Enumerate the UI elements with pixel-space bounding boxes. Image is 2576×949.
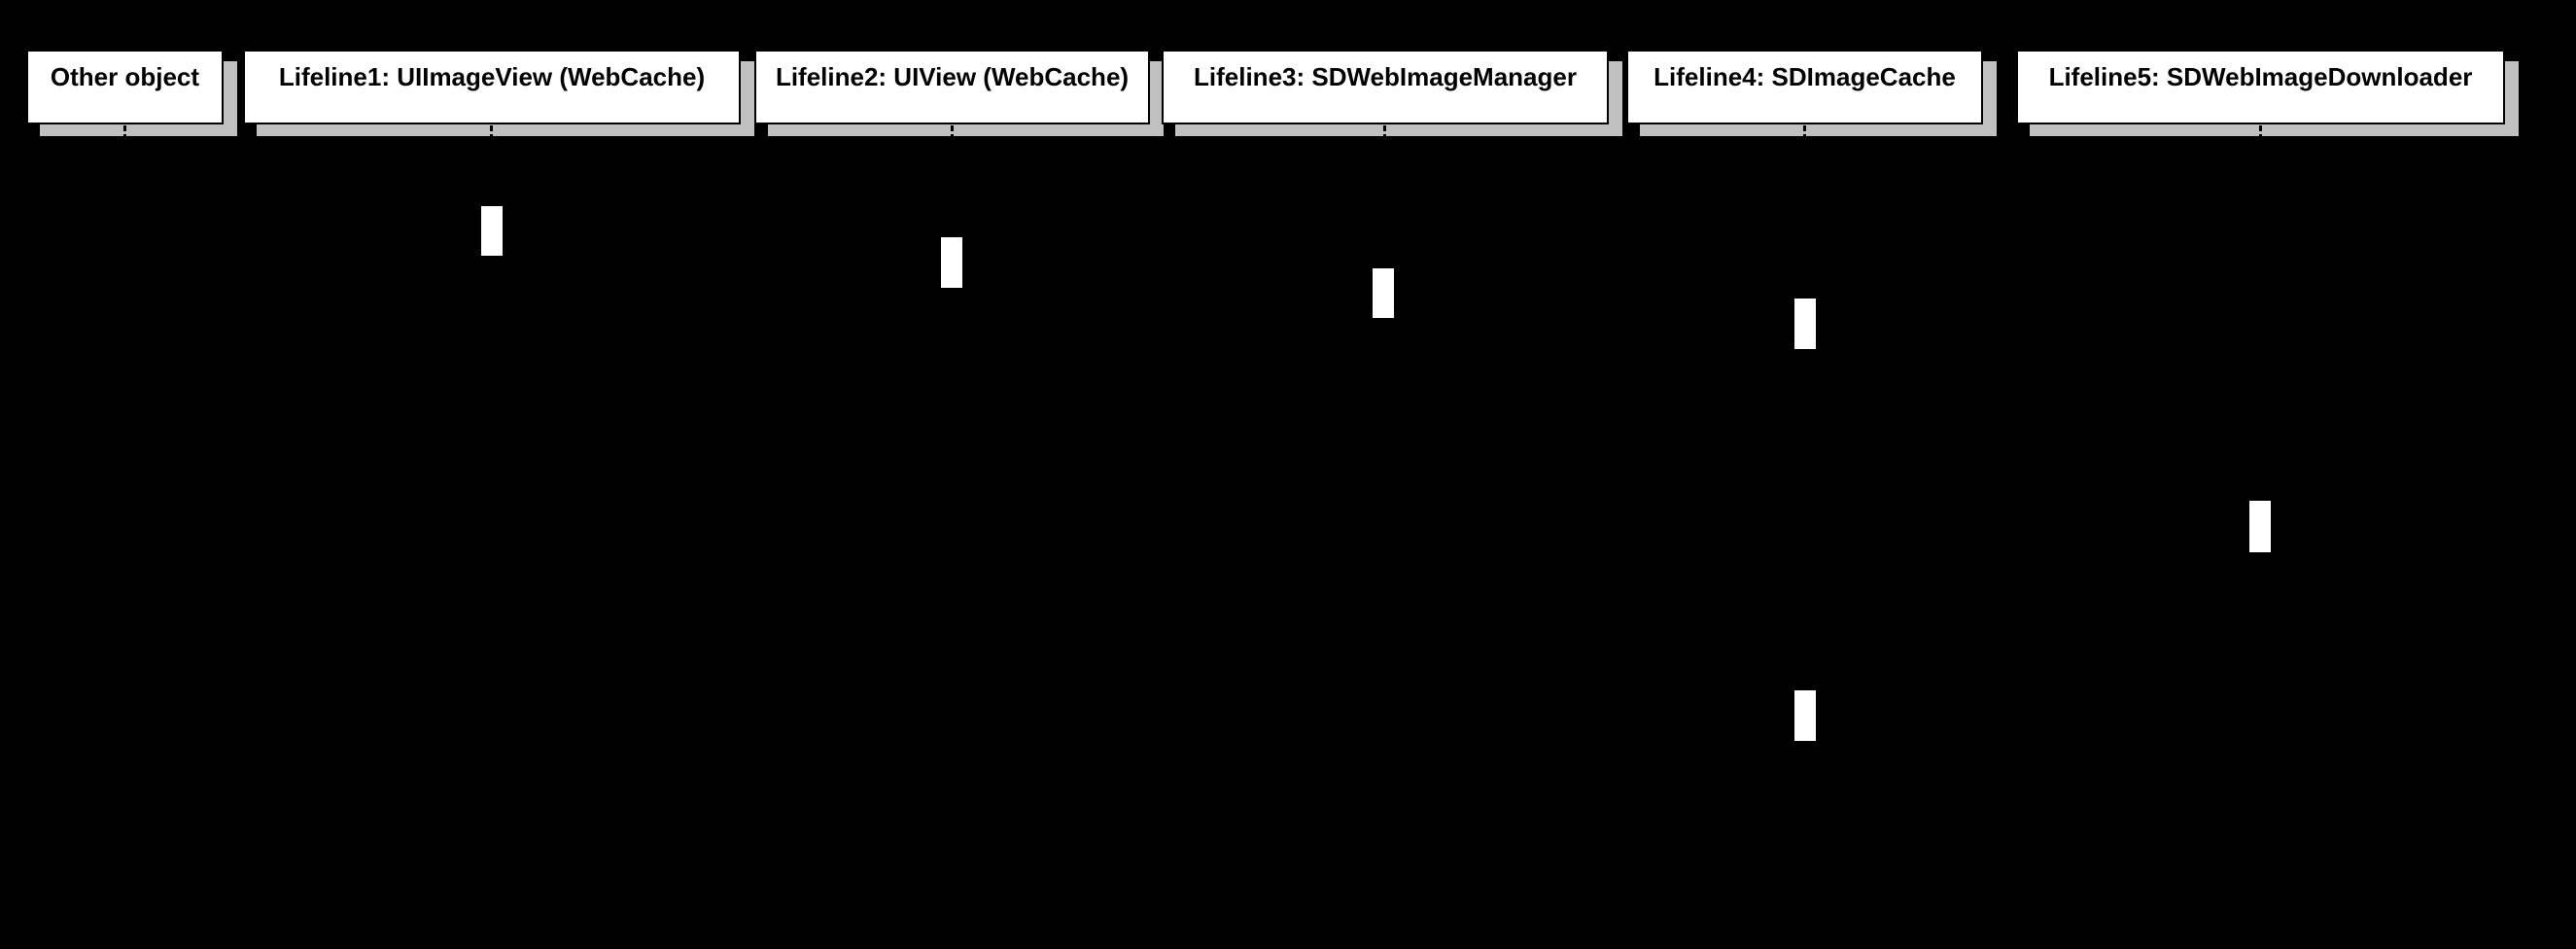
lifeline-label: Lifeline4: SDImageCache: [1654, 62, 1956, 91]
lifeline-head-lifeline1-uiimageview: Lifeline1: UIImageView (WebCache): [243, 50, 741, 124]
lifeline-lifeline3-sdwebimagemanager: [1383, 125, 1386, 933]
lifeline-lifeline1-uiimageview: [490, 125, 493, 933]
lifeline-head-other-object: Other object: [26, 50, 224, 124]
activation-bar-lifeline5: [2248, 500, 2272, 553]
lifeline-lifeline2-uiview: [951, 125, 954, 933]
lifeline-other-object: [123, 125, 126, 933]
lifeline-head-lifeline5-sdwebimagedownloader: Lifeline5: SDWebImageDownloader: [2016, 50, 2505, 124]
lifeline-label: Lifeline3: SDWebImageManager: [1194, 62, 1577, 91]
lifeline-lifeline4-sdimagecache: [1803, 125, 1806, 933]
activation-bar-lifeline4-second: [1793, 689, 1817, 742]
lifeline-head-lifeline2-uiview: Lifeline2: UIView (WebCache): [754, 50, 1150, 124]
lifeline-label: Lifeline5: SDWebImageDownloader: [2048, 62, 2473, 91]
lifeline-label: Lifeline2: UIView (WebCache): [775, 62, 1130, 91]
activation-bar-lifeline4-first: [1793, 298, 1817, 350]
lifeline-label: Other object: [50, 62, 200, 91]
lifeline-label: Lifeline1: UIImageView (WebCache): [278, 62, 706, 91]
lifeline-head-lifeline3-sdwebimagemanager: Lifeline3: SDWebImageManager: [1162, 50, 1609, 124]
activation-bar-lifeline1: [480, 205, 504, 257]
lifeline-head-lifeline4-sdimagecache: Lifeline4: SDImageCache: [1626, 50, 1983, 124]
activation-bar-lifeline3: [1372, 267, 1395, 319]
activation-bar-lifeline2: [940, 236, 963, 289]
